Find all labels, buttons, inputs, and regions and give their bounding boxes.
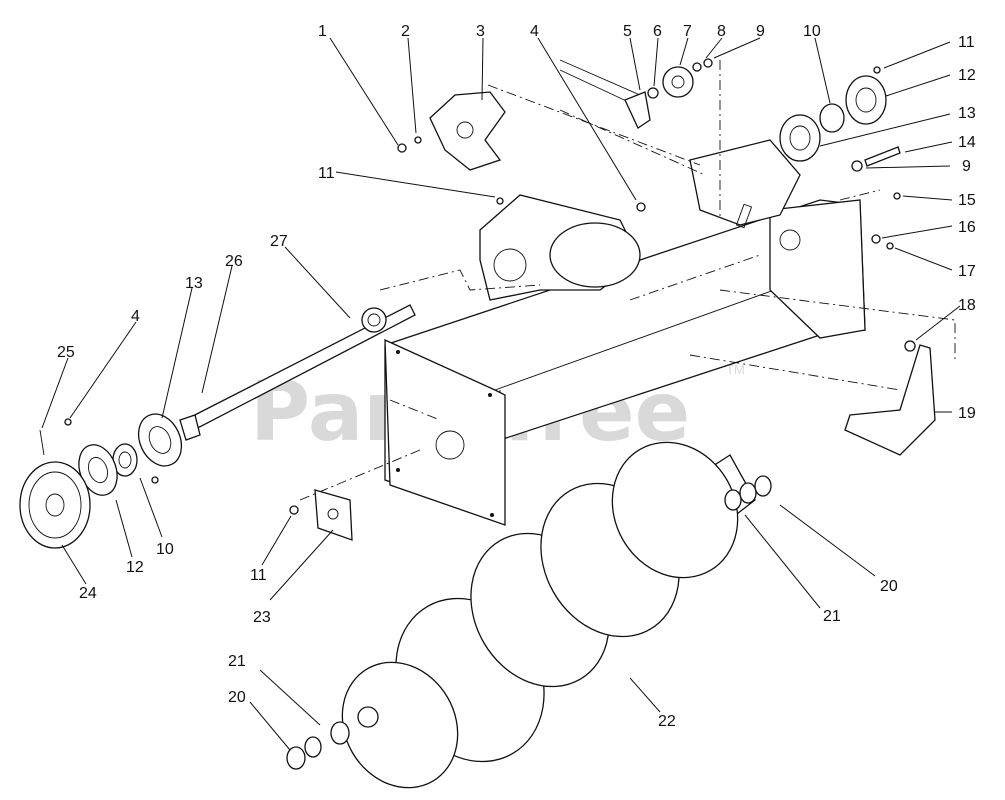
callout-23: 23 xyxy=(253,609,271,626)
callout-13: 13 xyxy=(958,105,976,122)
assembly-lines xyxy=(299,60,956,701)
callout-14: 14 xyxy=(958,134,976,151)
auger-housing xyxy=(384,139,866,526)
callout-12b: 12 xyxy=(126,559,144,576)
callout-5: 5 xyxy=(623,23,632,40)
callout-26: 26 xyxy=(225,253,243,270)
callout-4b: 4 xyxy=(131,308,140,325)
callout-4: 4 xyxy=(530,23,539,40)
callout-8: 8 xyxy=(717,23,726,40)
callout-9: 9 xyxy=(756,23,765,40)
callout-16: 16 xyxy=(958,219,976,236)
callout-9b: 9 xyxy=(962,158,971,175)
callout-20: 20 xyxy=(880,578,898,595)
callouts: 1 2 3 4 5 6 7 8 9 10 11 12 13 14 9 15 16… xyxy=(57,23,976,730)
callout-21: 21 xyxy=(823,608,841,625)
callout-11c: 11 xyxy=(250,567,267,584)
callout-6: 6 xyxy=(653,23,662,40)
callout-27: 27 xyxy=(270,233,288,250)
callout-12: 12 xyxy=(958,67,976,84)
callout-24: 24 xyxy=(79,585,97,602)
watermark-trademark: TM xyxy=(726,362,745,377)
auger-drive-shaft xyxy=(179,304,416,441)
callout-19: 19 xyxy=(958,405,976,422)
left-bearing-parts xyxy=(39,413,183,496)
top-small-parts xyxy=(397,58,901,250)
washers xyxy=(286,475,772,770)
callout-7: 7 xyxy=(683,23,692,40)
auger-spiral xyxy=(341,441,756,789)
callout-15: 15 xyxy=(958,192,976,209)
leader-lines xyxy=(41,37,961,751)
callout-2: 2 xyxy=(401,23,410,40)
callout-10: 10 xyxy=(803,23,821,40)
bearing-bracket xyxy=(289,489,353,541)
callout-21b: 21 xyxy=(228,653,246,670)
callout-25: 25 xyxy=(57,344,75,361)
callout-22: 22 xyxy=(658,713,676,730)
callout-10b: 10 xyxy=(156,541,174,558)
skid-shoe xyxy=(844,340,936,456)
callout-13b: 13 xyxy=(185,275,203,292)
callout-11b: 11 xyxy=(318,165,335,182)
callout-11: 11 xyxy=(958,34,975,51)
callout-1: 1 xyxy=(318,23,327,40)
callout-18: 18 xyxy=(958,297,976,314)
callout-20b: 20 xyxy=(228,689,246,706)
pulley xyxy=(19,461,91,549)
callout-3: 3 xyxy=(476,23,485,40)
callout-17: 17 xyxy=(958,263,976,280)
